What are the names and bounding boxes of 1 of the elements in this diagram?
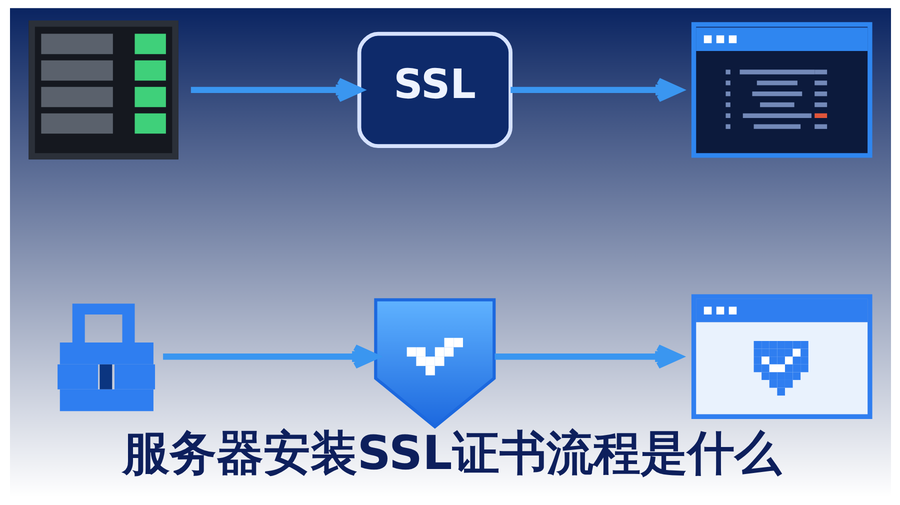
diagram-title: 服务器安装SSL证书流程是什么 — [122, 426, 781, 481]
